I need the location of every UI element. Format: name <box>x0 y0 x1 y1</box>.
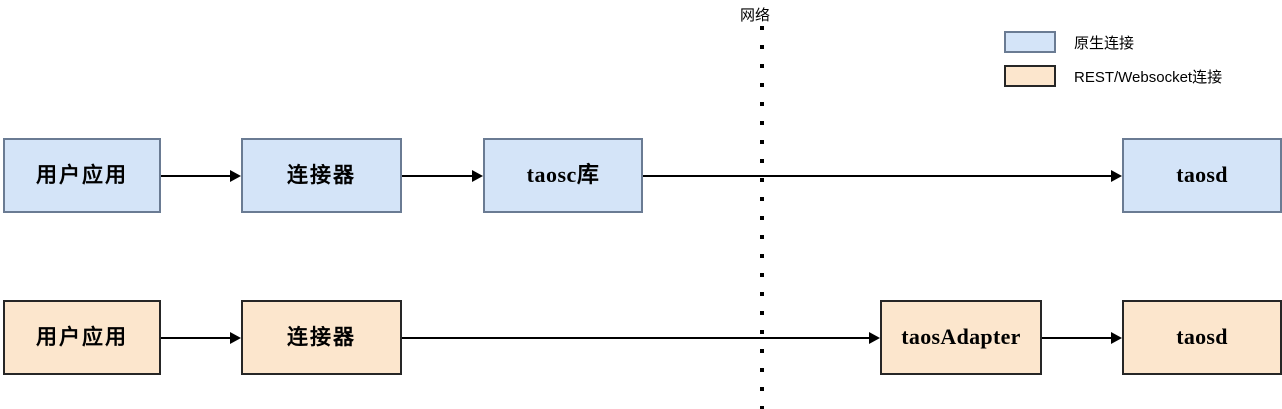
legend-item-native: 原生连接 <box>1004 31 1222 53</box>
node-label: 用户应用 <box>36 163 128 187</box>
node-label: taosd <box>1176 162 1228 188</box>
node-connector-native[interactable]: 连接器 <box>241 138 402 213</box>
arrow-shaft <box>1042 337 1111 339</box>
arrow-user-application-to-connector-native <box>161 170 241 182</box>
node-taosd-native[interactable]: taosd <box>1122 138 1282 213</box>
arrow-head <box>472 170 483 182</box>
arrow-head <box>1111 170 1122 182</box>
network-divider-line <box>760 26 764 409</box>
node-taosc-library[interactable]: taosc库 <box>483 138 643 213</box>
legend-item-rest-websocket: REST/Websocket连接 <box>1004 65 1222 87</box>
legend-label-rest-websocket: REST/Websocket连接 <box>1074 68 1223 86</box>
node-label: 用户应用 <box>36 325 128 349</box>
arrow-shaft <box>643 175 1111 177</box>
arrow-connector-to-taosadapter-rest <box>402 332 880 344</box>
node-user-application-rest[interactable]: 用户应用 <box>3 300 161 375</box>
arrow-taosadapter-to-taosd-rest <box>1042 332 1122 344</box>
arrow-head <box>230 170 241 182</box>
node-label: taosAdapter <box>901 324 1021 350</box>
arrow-shaft <box>161 175 230 177</box>
node-label: taosd <box>1176 324 1228 350</box>
network-divider-label: 网络 <box>740 7 771 24</box>
arrow-shaft <box>402 337 869 339</box>
node-label: taosc库 <box>526 162 600 188</box>
arrow-taosc-to-taosd-native <box>643 170 1122 182</box>
arrow-shaft <box>402 175 472 177</box>
node-taosd-rest[interactable]: taosd <box>1122 300 1282 375</box>
legend-swatch-native <box>1004 31 1056 53</box>
arrow-connector-to-taosc-native <box>402 170 483 182</box>
node-user-application-native[interactable]: 用户应用 <box>3 138 161 213</box>
legend-label-native: 原生连接 <box>1074 34 1135 52</box>
legend: 原生连接 REST/Websocket连接 <box>1004 31 1222 99</box>
node-label: 连接器 <box>287 163 356 187</box>
arrow-head <box>1111 332 1122 344</box>
arrow-head <box>230 332 241 344</box>
arrow-shaft <box>161 337 230 339</box>
arrow-user-application-to-connector-rest <box>161 332 241 344</box>
node-taosadapter[interactable]: taosAdapter <box>880 300 1042 375</box>
arrow-head <box>869 332 880 344</box>
node-connector-rest[interactable]: 连接器 <box>241 300 402 375</box>
node-label: 连接器 <box>287 325 356 349</box>
legend-swatch-rest-websocket <box>1004 65 1056 87</box>
